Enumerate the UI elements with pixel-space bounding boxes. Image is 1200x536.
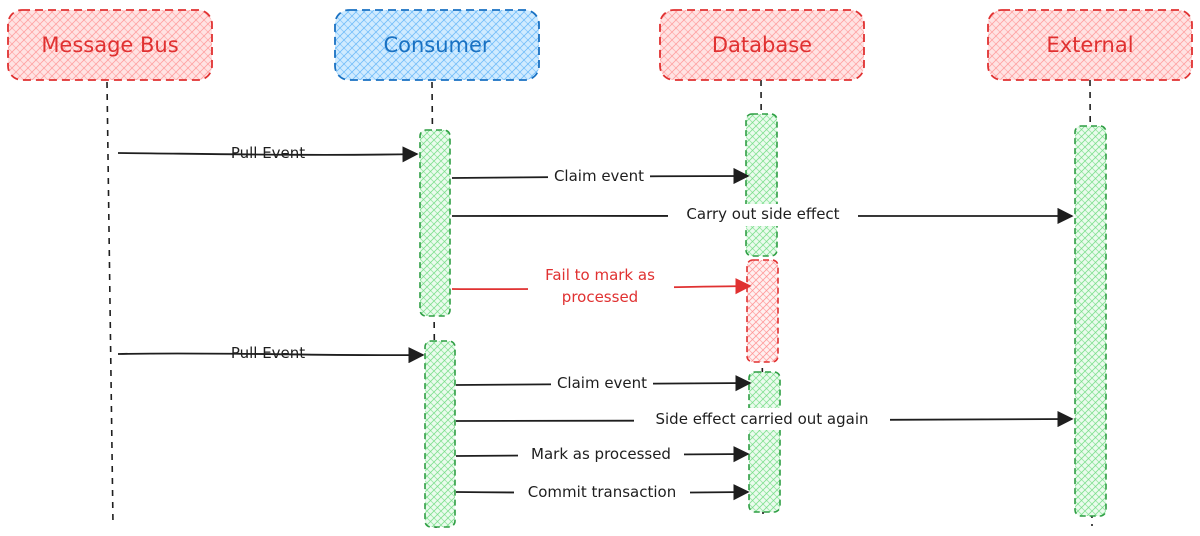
participant-message-bus: Message Bus bbox=[7, 9, 213, 81]
message-commit-transaction: Commit transaction bbox=[455, 481, 750, 503]
message-fail-to-mark-processed: Fail to mark as processed bbox=[451, 262, 752, 308]
activation-consumer-2 bbox=[424, 340, 456, 528]
participant-consumer: Consumer bbox=[334, 9, 540, 81]
message-side-effect-again: Side effect carried out again bbox=[455, 408, 1074, 430]
message-mark-as-processed-label: Mark as processed bbox=[531, 445, 671, 463]
message-side-effect-again-label: Side effect carried out again bbox=[655, 410, 868, 428]
message-claim-event-2: Claim event bbox=[455, 373, 752, 393]
participant-database-label: Database bbox=[712, 33, 812, 57]
message-carry-out-side-effect-label: Carry out side effect bbox=[686, 205, 839, 223]
activation-consumer-1 bbox=[419, 129, 451, 317]
message-pull-event-2-label: Pull Event bbox=[231, 344, 305, 362]
activation-database-failure bbox=[746, 259, 779, 363]
message-pull-event-2: Pull Event bbox=[117, 344, 425, 364]
message-commit-transaction-label: Commit transaction bbox=[528, 483, 676, 501]
activation-external bbox=[1074, 125, 1107, 517]
message-pull-event-1: Pull Event bbox=[117, 144, 419, 163]
message-fail-to-mark-line2: processed bbox=[562, 288, 638, 306]
message-claim-event-1-label: Claim event bbox=[554, 167, 644, 185]
message-claim-event-1: Claim event bbox=[451, 166, 750, 186]
participant-external-label: External bbox=[1046, 33, 1133, 57]
participant-consumer-label: Consumer bbox=[383, 33, 490, 57]
message-claim-event-2-label: Claim event bbox=[557, 374, 647, 392]
participant-message-bus-label: Message Bus bbox=[41, 33, 178, 57]
participant-external: External bbox=[987, 9, 1193, 81]
activation-database-2 bbox=[748, 371, 781, 513]
participant-database: Database bbox=[659, 9, 865, 81]
lifeline-message-bus bbox=[106, 81, 114, 525]
message-carry-out-side-effect: Carry out side effect bbox=[451, 204, 1074, 226]
activation-database-1 bbox=[745, 113, 778, 257]
message-mark-as-processed: Mark as processed bbox=[455, 443, 750, 465]
message-pull-event-1-label: Pull Event bbox=[231, 144, 305, 162]
message-fail-to-mark-line1: Fail to mark as bbox=[545, 266, 655, 284]
